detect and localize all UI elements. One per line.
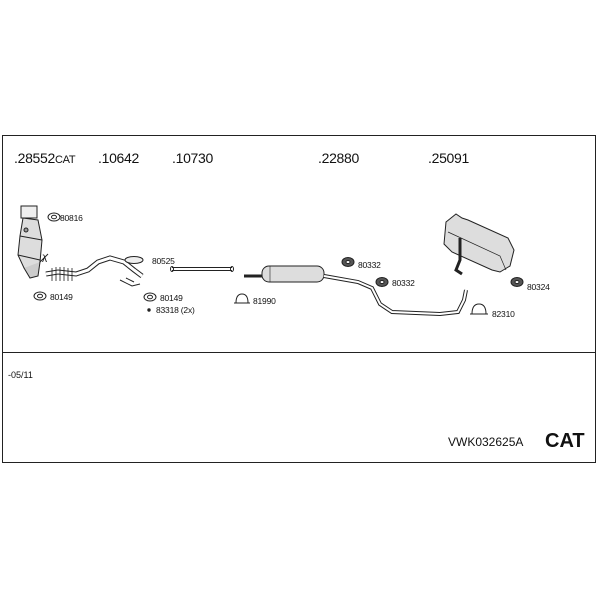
front-pipe-drawing: [45, 255, 144, 287]
label-gasket-top: 80816: [60, 213, 83, 223]
clamp-mid-drawing: [234, 293, 250, 304]
label-gasket-mid: 80149: [160, 293, 183, 303]
rear-silencer-drawing: [443, 213, 515, 276]
gasket-bottom-drawing: [33, 291, 47, 301]
label-hanger-rear: 80324: [527, 282, 550, 292]
label-gasket-bottom: 80149: [50, 292, 73, 302]
label-clamp-rear: 82310: [492, 309, 515, 319]
part-number-catalytic-converter: .28552CAT: [14, 150, 76, 166]
hanger-2-drawing: [375, 277, 389, 287]
part-number-middle-silencer: .22880: [318, 150, 360, 166]
clamp-ring-drawing: [124, 256, 144, 264]
hanger-1-drawing: [341, 257, 355, 267]
diagram-frame: [2, 135, 596, 463]
catalytic-converter-drawing: [17, 205, 49, 279]
label-bolts: 83318 (2x): [156, 305, 195, 315]
gasket-mid-drawing: [143, 292, 157, 302]
label-clamp-mid: 81990: [253, 296, 276, 306]
lambda-sensor-icon: λ: [42, 254, 47, 265]
diagram-divider: [2, 352, 596, 353]
intermediate-pipe-drawing: [170, 266, 234, 272]
kit-code: VWK032625A: [448, 435, 524, 449]
hanger-rear-drawing: [510, 277, 524, 287]
clamp-rear-drawing: [470, 303, 488, 315]
label-clamp-ring: 80525: [152, 256, 175, 266]
part-number-intermediate-pipe: .10730: [172, 150, 214, 166]
part-number-rear-silencer: .25091: [428, 150, 470, 166]
part-number-front-pipe: .10642: [98, 150, 140, 166]
kit-type-badge: CAT: [545, 430, 585, 452]
middle-silencer-drawing: [244, 265, 468, 317]
gasket-top-drawing: [47, 212, 61, 222]
label-hanger-2: 80332: [392, 278, 415, 288]
validity-date: -05/11: [8, 370, 33, 380]
label-hanger-1: 80332: [358, 260, 381, 270]
